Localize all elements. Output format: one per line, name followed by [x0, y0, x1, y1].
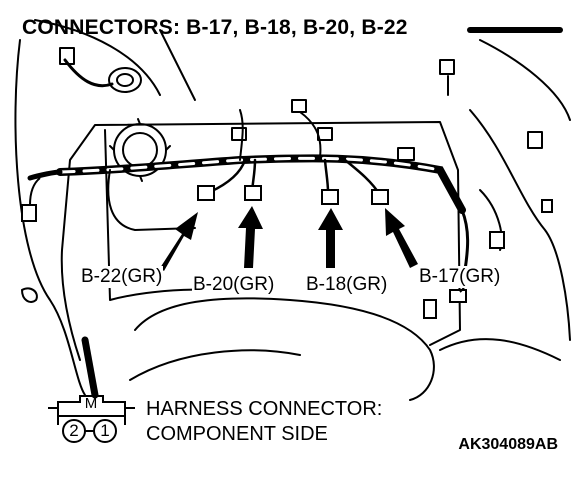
lower-intake-outline	[134, 297, 435, 401]
arrow-b22	[160, 212, 198, 271]
upper-left-panel	[34, 19, 161, 96]
label-b18: B-18(GR)	[305, 274, 389, 296]
lower-engine-curve	[129, 349, 301, 381]
arrow-b17	[385, 208, 418, 268]
legend-line-2: COMPONENT SIDE	[146, 423, 328, 445]
engine-cover-outline	[60, 121, 461, 361]
main-harness	[56, 154, 466, 214]
legend-tab-label: M	[84, 395, 98, 412]
label-b22: B-22(GR)	[80, 266, 164, 288]
label-b20: B-20(GR)	[192, 274, 276, 296]
right-body-outline	[479, 39, 571, 121]
legend-line-1: HARNESS CONNECTOR:	[146, 398, 383, 420]
right-strut	[469, 109, 571, 341]
legend-connector-symbol	[48, 395, 135, 417]
connector-b22	[197, 185, 215, 201]
connector-b18	[321, 189, 339, 205]
diagram-title: CONNECTORS: B-17, B-18, B-20, B-22	[22, 16, 408, 39]
connector-b20	[244, 185, 262, 201]
label-b17: B-17(GR)	[418, 266, 502, 288]
legend-pin-2-label: 2	[69, 421, 79, 440]
figure-code: AK304089AB	[458, 436, 558, 453]
arrow-b18	[318, 208, 343, 268]
legend-pin-1-label: 1	[100, 421, 110, 440]
grommet	[108, 67, 142, 93]
connector-b17	[371, 189, 389, 205]
fender-outline	[14, 39, 86, 396]
connector-top-left	[59, 47, 75, 65]
left-harness	[27, 169, 63, 181]
right-lower-curve	[439, 338, 561, 361]
arrow-b20	[238, 206, 263, 268]
